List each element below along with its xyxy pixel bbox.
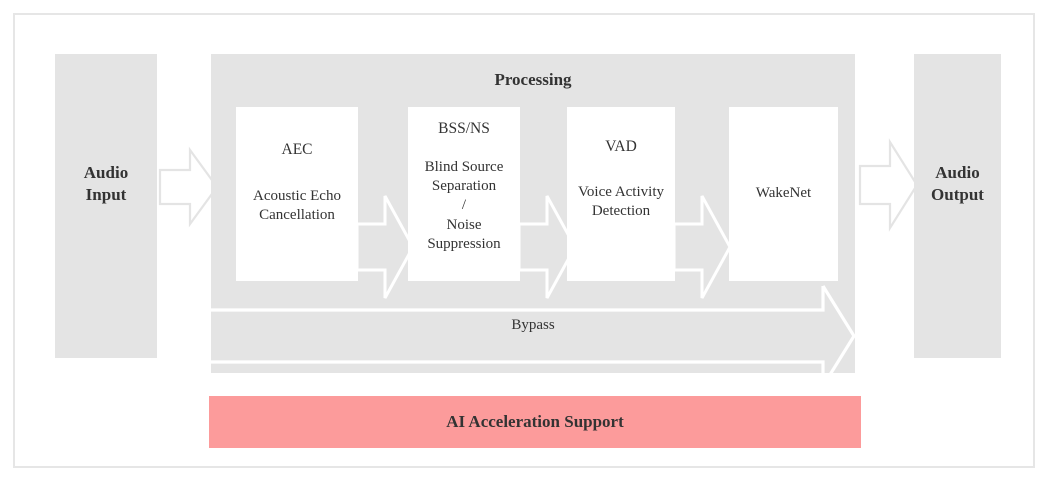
- stage-bssns-desc-line-3: Noise: [446, 216, 482, 233]
- stage-box-bssns[interactable]: BSS/NS Blind Source Separation / Noise S…: [408, 107, 520, 281]
- stage-bssns-desc-line-0: Blind Source: [424, 159, 504, 175]
- stage-box-vad[interactable]: VAD Voice Activity Detection: [567, 107, 675, 281]
- bypass-label: Bypass: [511, 317, 555, 333]
- processing-title: Processing: [494, 70, 572, 89]
- stage-bssns-desc-line-2: /: [461, 197, 467, 214]
- processing-panel: Processing AEC Acoustic Echo Cancellatio…: [207, 54, 856, 387]
- stage-box-aec[interactable]: AEC Acoustic Echo Cancellation: [236, 107, 358, 281]
- stage-bssns-abbr: BSS/NS: [438, 120, 490, 137]
- right-arrow-icon-bssns-to-vad: [517, 195, 577, 299]
- ai-acceleration-support-bar[interactable]: AI Acceleration Support: [209, 396, 861, 448]
- stage-vad-desc-line-0: Voice Activity: [578, 184, 664, 200]
- audio-input-panel: Audio Input: [55, 54, 157, 358]
- stage-bssns-description: Blind Source Separation / Noise Suppress…: [408, 158, 520, 254]
- audio-input-label: Audio Input: [55, 162, 157, 207]
- stage-box-wakenet[interactable]: WakeNet: [729, 107, 838, 281]
- stage-bssns-desc-line-1: Separation: [431, 178, 497, 195]
- stage-vad-desc-line-1: Detection: [591, 203, 651, 220]
- right-arrow-icon-aec-to-bssns: [355, 195, 415, 299]
- stage-aec-description: Acoustic Echo Cancellation: [236, 187, 358, 225]
- audio-output-label-line1: Audio: [935, 163, 980, 182]
- stage-aec-desc-line-0: Acoustic Echo: [253, 188, 341, 204]
- audio-output-label-line2: Output: [931, 185, 984, 205]
- stage-bssns-desc-line-4: Suppression: [427, 235, 501, 252]
- audio-input-label-line1: Audio: [83, 163, 129, 182]
- bypass-right-arrow-icon: [207, 285, 856, 387]
- ai-acceleration-support-label: AI Acceleration Support: [446, 412, 624, 431]
- stage-aec-abbr: AEC: [281, 141, 313, 158]
- audio-input-label-line2: Input: [85, 185, 127, 205]
- stage-vad-abbr: VAD: [605, 138, 637, 155]
- audio-output-label: Audio Output: [914, 162, 1001, 207]
- stage-aec-desc-line-1: Cancellation: [259, 207, 335, 224]
- right-arrow-icon-processing-to-output: [858, 138, 919, 232]
- diagram-outer-frame: [13, 13, 1035, 468]
- right-arrow-icon-input-to-processing: [158, 146, 219, 228]
- stage-vad-description: Voice Activity Detection: [567, 183, 675, 221]
- stage-wakenet-abbr: WakeNet: [755, 185, 812, 201]
- audio-output-panel: Audio Output: [914, 54, 1001, 358]
- right-arrow-icon-vad-to-wakenet: [672, 195, 732, 299]
